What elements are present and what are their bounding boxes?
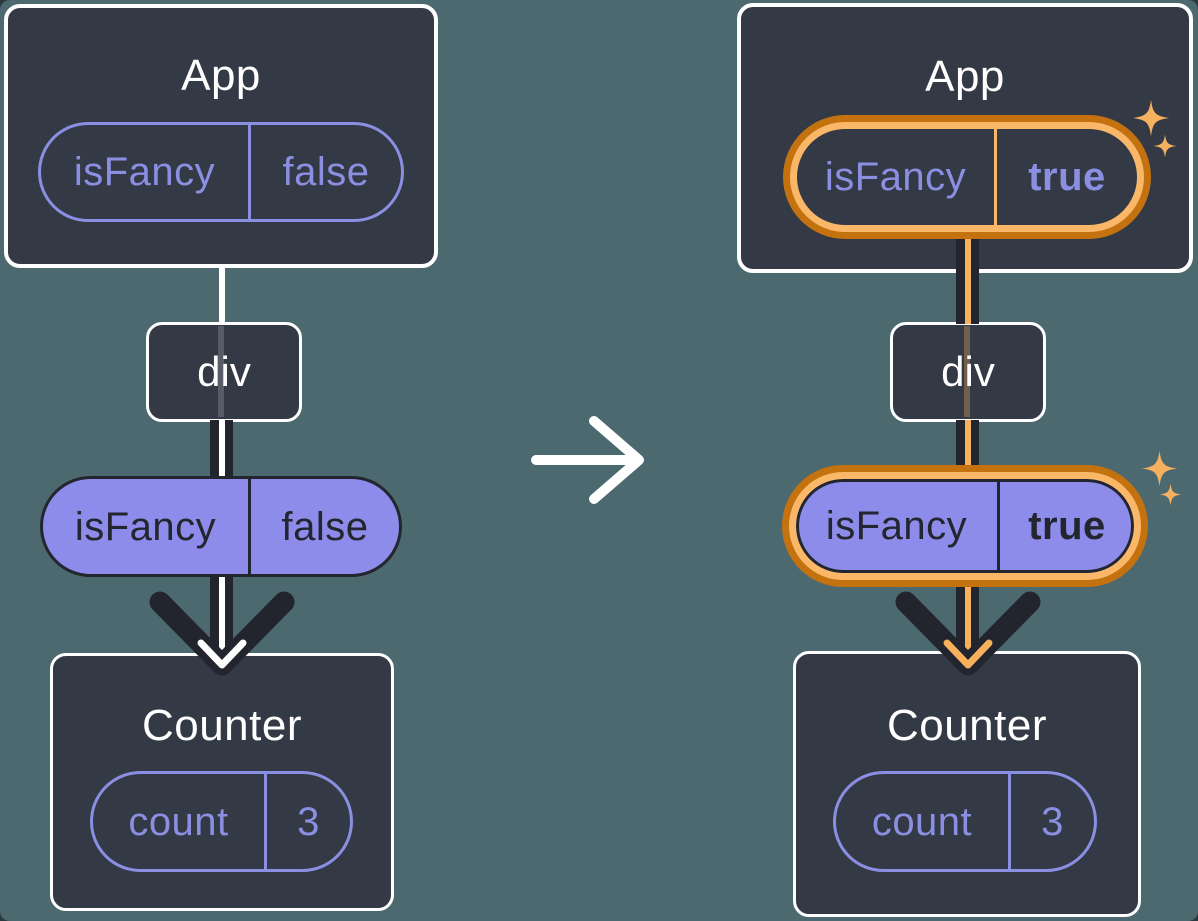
- connector-core: [219, 574, 225, 664]
- counter-title: Counter: [141, 701, 303, 750]
- connector-app-to-div: [219, 266, 225, 324]
- pill-divider: [997, 479, 1000, 573]
- prop-name: isFancy: [74, 504, 217, 549]
- prop-value: false: [282, 150, 370, 194]
- div-label: div: [197, 348, 251, 395]
- pill-divider: [994, 129, 997, 225]
- state-name: count: [871, 799, 973, 844]
- arrowhead-down-icon: [895, 591, 1041, 676]
- connector-core-highlight: [965, 574, 971, 664]
- prop-name: isFancy: [73, 150, 216, 194]
- state-name: count: [128, 799, 229, 844]
- pill-divider: [248, 125, 251, 219]
- div-node-after: div: [890, 322, 1046, 422]
- div-label: div: [941, 348, 995, 395]
- passed-prop-pill-before: isFancy false: [40, 476, 402, 577]
- prop-value: false: [281, 504, 369, 549]
- sparkle-icon: [1141, 450, 1178, 487]
- arrowhead-down-icon: [149, 591, 295, 676]
- connector-core-highlight: [965, 236, 971, 324]
- prop-value: true: [1028, 155, 1106, 199]
- pill-divider: [264, 774, 267, 869]
- pill-divider: [248, 479, 251, 574]
- connector-ghost-line: [964, 326, 970, 417]
- prop-pill-app-after-highlighted: isFancy true: [790, 122, 1144, 232]
- state-pill-before: count 3: [90, 771, 353, 872]
- counter-title: Counter: [886, 701, 1048, 750]
- arrow-right-icon: [531, 416, 644, 504]
- connector-core-highlight: [965, 420, 971, 481]
- prop-name: isFancy: [825, 504, 968, 548]
- prop-pill-app-before: isFancy false: [38, 122, 404, 222]
- app-title: App: [181, 51, 261, 100]
- app-title: App: [925, 52, 1005, 101]
- connector-ghost-line: [218, 326, 224, 417]
- prop-name: isFancy: [824, 155, 967, 199]
- sparkle-icon: [1132, 99, 1170, 137]
- state-pill-after: count 3: [833, 771, 1097, 872]
- state-value: 3: [1041, 799, 1064, 844]
- connector-core: [219, 420, 225, 481]
- prop-value: true: [1028, 504, 1106, 548]
- sparkle-icon: [1153, 134, 1177, 158]
- div-node-before: div: [146, 322, 302, 422]
- counter-component-box-before: Counter: [50, 653, 394, 911]
- pill-divider: [1008, 774, 1011, 869]
- sparkle-icon: [1159, 483, 1182, 506]
- passed-prop-pill-after-highlighted: isFancy true: [789, 472, 1141, 580]
- state-value: 3: [297, 799, 320, 844]
